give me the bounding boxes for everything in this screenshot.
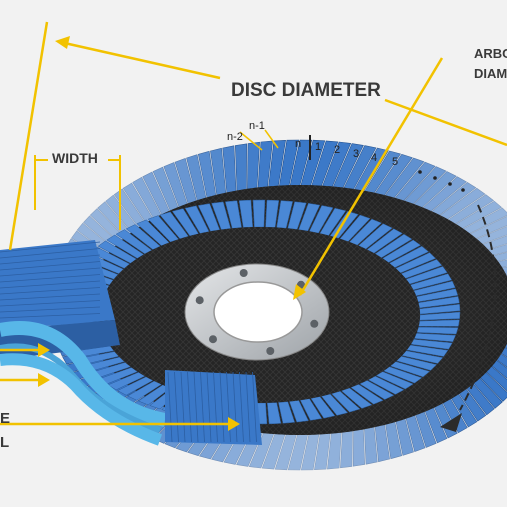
hub-bolt	[195, 296, 204, 305]
front-flap-line	[174, 371, 179, 443]
inner-flap	[331, 390, 361, 413]
cutaway-line	[0, 313, 101, 319]
inner-flap	[418, 319, 460, 327]
hub-bolt	[209, 335, 217, 344]
cutaway-line	[0, 261, 101, 271]
inner-flap	[374, 233, 413, 258]
inner-flap	[405, 266, 448, 285]
front-flap-line	[167, 371, 173, 443]
inner-flap	[106, 234, 145, 259]
flap-sequence-dots	[418, 170, 465, 192]
left-arrowhead-1	[38, 343, 50, 357]
flap-number-2: 2	[334, 144, 341, 156]
sequence-dot	[433, 176, 437, 180]
inner-flap	[159, 211, 189, 240]
inner-flap	[401, 350, 444, 364]
inner-flap	[382, 239, 422, 263]
arbor-pointer-line	[298, 57, 444, 296]
inner-flap	[298, 203, 321, 232]
rotation-arrow	[459, 204, 497, 411]
flap-number-4: 4	[371, 152, 378, 164]
left-label-fragment-2: L	[0, 434, 10, 451]
inner-flap	[197, 203, 221, 232]
inner-flap	[375, 371, 414, 390]
flap-number-n-1: n-1	[249, 120, 265, 132]
inner-flap	[389, 361, 431, 378]
cutaway-line	[0, 280, 101, 289]
front-flap-line	[206, 371, 212, 443]
inner-flap	[107, 372, 146, 391]
flap	[234, 143, 248, 194]
cutaway-line	[0, 274, 101, 283]
sequence-dot	[461, 188, 465, 192]
cutaway-line	[0, 248, 101, 259]
inner-flap	[383, 366, 423, 384]
disc-diameter-label: DISC DIAMETER	[231, 80, 381, 101]
backing-edge-1	[0, 321, 167, 427]
flap-n2-leader	[239, 131, 263, 151]
inner-flap	[97, 240, 137, 264]
front-flap-line	[200, 371, 205, 443]
inner-flap	[252, 199, 266, 228]
inner-flap	[367, 375, 405, 395]
diameter-left-leader	[8, 21, 49, 251]
inner-flap	[416, 288, 459, 303]
rotation-arrowhead	[440, 413, 462, 432]
hub-bolt	[239, 269, 248, 277]
inner-flap	[115, 229, 153, 255]
width-label: WIDTH	[52, 150, 98, 166]
cutaway-line	[0, 241, 101, 253]
diameter-arrowhead	[55, 36, 70, 49]
cutaway-line	[0, 287, 101, 295]
front-flap-line	[187, 371, 192, 443]
cutaway-line	[0, 267, 101, 277]
cutaway-line	[0, 300, 101, 307]
sequence-dot	[418, 170, 422, 174]
backing-edge-3	[0, 353, 163, 446]
front-flap-line	[245, 371, 251, 443]
cutaway-flap-stack	[0, 240, 115, 330]
flap-number-n: n	[295, 138, 302, 150]
front-flap-line	[213, 371, 218, 443]
front-flap-line	[226, 371, 231, 443]
cutaway-flap-lines	[0, 241, 101, 319]
hub-bolt	[266, 347, 275, 355]
left-label-fragment-1: E	[0, 410, 11, 427]
front-flap-line	[232, 371, 238, 443]
front-flap-line	[252, 371, 257, 443]
inner-flap	[418, 296, 460, 309]
flap-number-5: 5	[392, 156, 399, 168]
front-flap-line	[180, 371, 186, 443]
arbor-hole	[213, 281, 303, 343]
flap-number-1: 1	[315, 141, 322, 153]
flap-number-n-2: n-2	[227, 131, 243, 143]
inner-flap	[339, 214, 371, 242]
front-flap-line	[219, 371, 225, 443]
inner-flap	[359, 380, 395, 400]
diameter-pointer-line	[59, 40, 221, 80]
diameter-right-leader	[384, 98, 507, 147]
front-flap-line	[239, 371, 244, 443]
inner-flap	[419, 303, 461, 315]
backing-edge-2	[0, 343, 161, 433]
inner-flap	[125, 224, 161, 250]
sequence-dot	[448, 182, 452, 186]
cutaway-line	[0, 254, 101, 265]
flap-n1-leader	[264, 129, 279, 149]
cutaway-line	[0, 293, 101, 301]
left-arrowhead-2	[38, 373, 50, 387]
left-arrowhead-3	[228, 417, 240, 431]
hub-bolt	[310, 319, 319, 328]
arbor-label-line2: DIAM	[474, 66, 507, 81]
cutaway-line	[0, 306, 101, 313]
flap-number-3: 3	[353, 148, 360, 160]
front-flap-lines	[167, 371, 257, 443]
inner-flap	[299, 398, 323, 421]
front-flap-block	[165, 370, 262, 445]
inner-flap	[413, 333, 456, 342]
arbor-arrowhead	[293, 284, 306, 300]
front-flap-line	[193, 371, 199, 443]
arbor-label-line1: ARBO	[474, 46, 507, 61]
